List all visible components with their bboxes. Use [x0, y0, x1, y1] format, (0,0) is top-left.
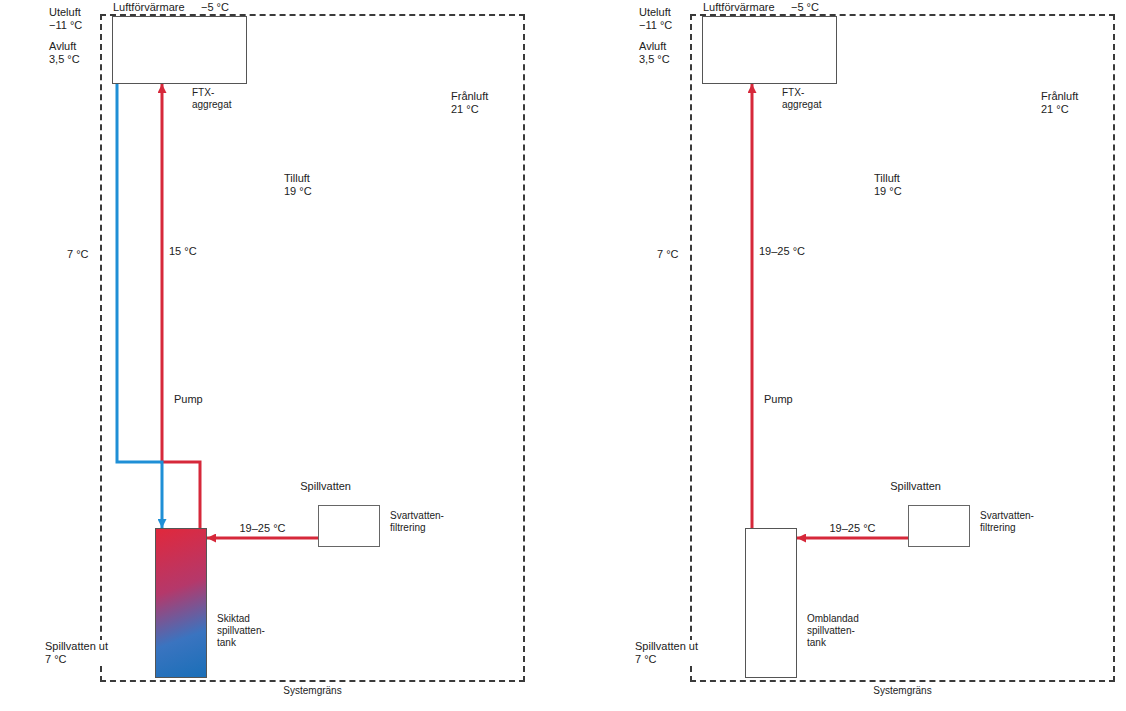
air-label: Frånluft 21 °C	[1040, 90, 1087, 116]
temperature-label: −5 °C	[790, 1, 820, 14]
filter-box: Svartvatten- filtrering	[908, 505, 970, 547]
edge-label: 19–25 °C	[238, 522, 288, 535]
pipe-label: Spillvatten	[290, 480, 352, 493]
boundary-label: Systemgräns	[872, 685, 932, 697]
pipe-connector	[797, 537, 908, 540]
pipe-connector	[117, 84, 162, 528]
tank-label: Skiktad spillvatten- tank	[216, 613, 278, 649]
wastewater-tank: Skiktad spillvatten- tank	[155, 528, 207, 678]
air-label: Uteluft −11 °C	[638, 6, 685, 32]
ftx-unit: FTX- aggregat	[702, 16, 837, 84]
ftx-unit: FTX- aggregat	[112, 16, 247, 84]
component-label: Pump	[763, 393, 794, 406]
filter-label: Svartvatten- filtrering	[979, 510, 1043, 534]
temperature-label: 19–25 °C	[758, 245, 806, 258]
filter-label: Svartvatten- filtrering	[389, 510, 453, 534]
air-label: Frånluft 21 °C	[450, 90, 497, 116]
filter-box: Svartvatten- filtrering	[318, 505, 380, 547]
temperature-label: 15 °C	[168, 245, 198, 258]
pipe-connector	[751, 84, 754, 528]
tank-label: Omblandad spillvatten- tank	[806, 613, 868, 649]
pipe-label: Spillvatten ut 7 °C	[634, 640, 703, 666]
air-label: Tilluft 19 °C	[283, 172, 323, 198]
pipe-label: Spillvatten ut 7 °C	[44, 640, 113, 666]
temperature-label: 7 °C	[66, 248, 90, 261]
component-label: Pump	[173, 393, 204, 406]
edge-label: 19–25 °C	[828, 522, 878, 535]
unit-label: FTX- aggregat	[191, 87, 243, 111]
pipe-label: Spillvatten	[880, 480, 942, 493]
pipe-connector	[207, 537, 318, 540]
temperature-label: −5 °C	[200, 1, 230, 14]
component-label: Luftförvärmare	[112, 1, 186, 14]
pipe-connector	[162, 84, 200, 528]
component-label: Luftförvärmare	[702, 1, 776, 14]
air-label: Avluft 3,5 °C	[638, 40, 682, 66]
air-label: Tilluft 19 °C	[873, 172, 913, 198]
air-label: Avluft 3,5 °C	[48, 40, 92, 66]
boundary-label: Systemgräns	[282, 685, 342, 697]
air-label: Uteluft −11 °C	[48, 6, 95, 32]
wastewater-tank: Omblandad spillvatten- tank	[745, 528, 797, 678]
unit-label: FTX- aggregat	[781, 87, 833, 111]
temperature-label: 7 °C	[656, 248, 680, 261]
